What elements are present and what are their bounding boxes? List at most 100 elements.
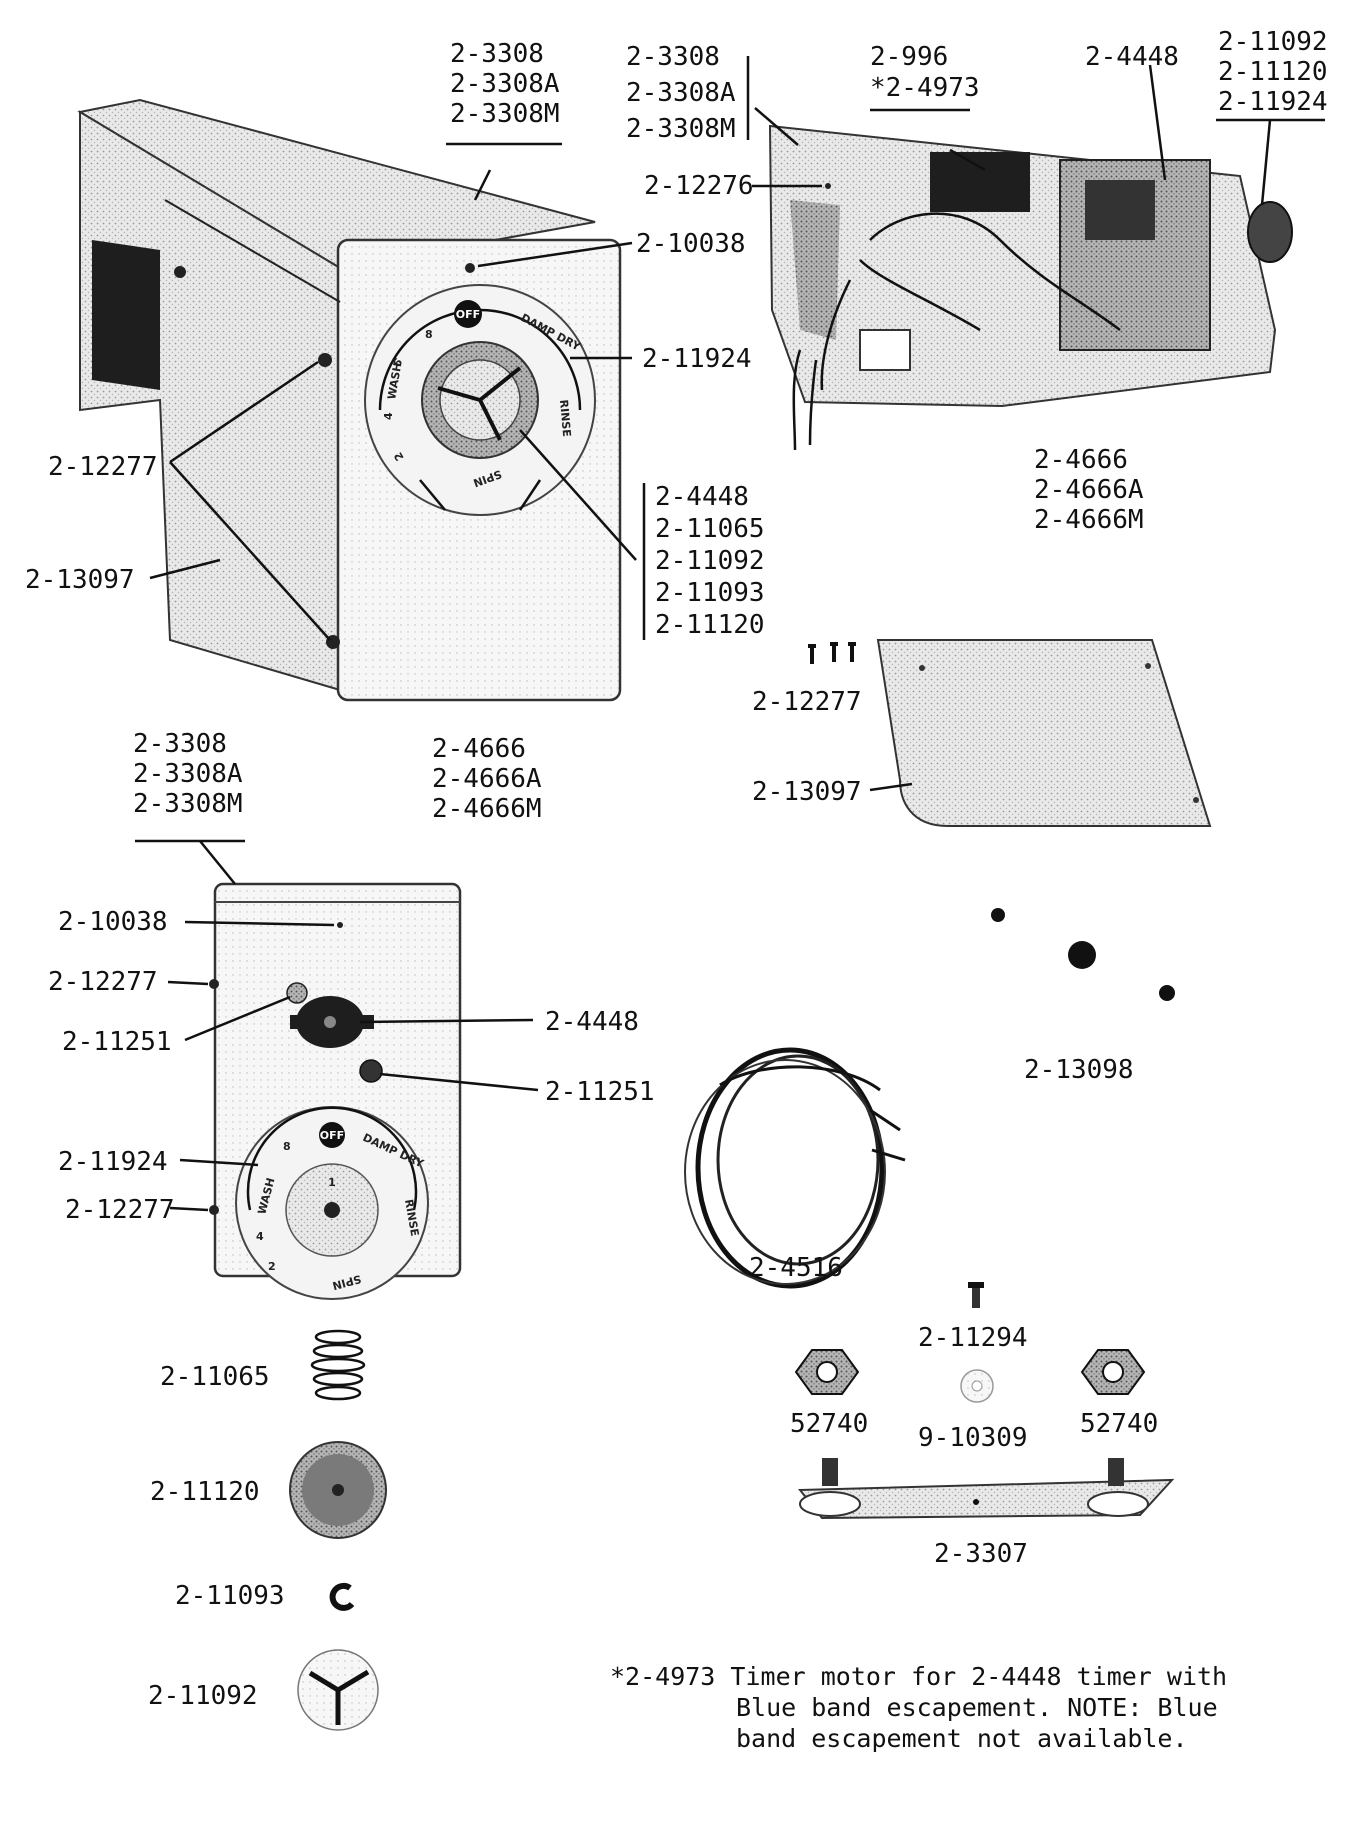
label-cover-lower: 2-3308 2-3308A 2-3308M xyxy=(133,729,243,819)
svg-text:2-11924: 2-11924 xyxy=(1218,87,1328,117)
label-2-13098: 2-13098 xyxy=(1024,1055,1134,1085)
plugs-2-13098 xyxy=(991,908,1175,1001)
svg-text:8: 8 xyxy=(425,328,433,341)
label-2-4448: 2-4448 xyxy=(545,1007,639,1037)
svg-text:*2-4973: *2-4973 xyxy=(870,73,980,103)
label-timer-motor: 2-996 *2-4973 xyxy=(870,42,980,103)
svg-text:2-3308: 2-3308 xyxy=(450,39,544,69)
svg-text:OFF: OFF xyxy=(320,1129,344,1142)
nut-52740-b xyxy=(1080,1349,1146,1395)
svg-text:band escapement not available.: band escapement not available. xyxy=(736,1724,1188,1753)
wire-harness-2-4516 xyxy=(684,1047,906,1289)
svg-text:1: 1 xyxy=(328,1176,336,1189)
label-52740-a: 52740 xyxy=(790,1409,868,1439)
knob-2-11120 xyxy=(289,1441,387,1539)
label-2-10038-b: 2-10038 xyxy=(58,907,168,937)
label-2-3307: 2-3307 xyxy=(934,1539,1028,1569)
screw-2-10038 xyxy=(465,263,475,273)
label-2-10038-a: 2-10038 xyxy=(636,229,746,259)
screw-2-11294 xyxy=(968,1282,984,1308)
dial-front-view-2-11924: OFF DAMP DRY RINSE WASH SPIN 8 4 2 1 xyxy=(235,1106,429,1300)
side-panel-2-13097 xyxy=(876,639,1212,827)
label-knob-group-right: 2-11092 2-11120 2-11924 xyxy=(1218,27,1328,117)
leader-lines-housing-a xyxy=(149,169,646,641)
lamp-2-11251-a xyxy=(286,982,308,1004)
svg-text:2-4448: 2-4448 xyxy=(655,482,749,512)
label-top-cover: 2-3308 2-3308A 2-3308M xyxy=(450,39,560,129)
svg-text:2-3308M: 2-3308M xyxy=(626,114,736,144)
svg-text:4: 4 xyxy=(382,412,395,420)
svg-text:OFF: OFF xyxy=(456,308,480,321)
label-2-12277-c: 2-12277 xyxy=(48,967,158,997)
label-2-11924-b: 2-11924 xyxy=(58,1147,168,1177)
label-2-12277-a: 2-12277 xyxy=(48,452,158,482)
svg-text:2-3308M: 2-3308M xyxy=(450,99,560,129)
label-timer: 2-4448 xyxy=(1085,42,1179,72)
svg-text:WASH: WASH xyxy=(385,362,404,401)
label-2-11251-a: 2-11251 xyxy=(62,1027,172,1057)
label-2-12277-d: 2-12277 xyxy=(65,1195,175,1225)
assembled-control-housing: OFF DAMP DRY RINSE WASH SPIN 8 6 4 2 xyxy=(77,98,622,702)
svg-text:2-11120: 2-11120 xyxy=(1218,57,1328,87)
screw-2-10038-b xyxy=(337,922,343,928)
label-2-12277-b: 2-12277 xyxy=(752,687,862,717)
timer-shaft-knob xyxy=(1247,201,1293,263)
svg-text:2-11092: 2-11092 xyxy=(655,546,765,576)
off-marker xyxy=(454,300,482,328)
label-2-13097-b: 2-13097 xyxy=(752,777,862,807)
leader-lines-internal xyxy=(746,56,1325,206)
svg-text:RINSE: RINSE xyxy=(557,399,573,437)
timer-knob-assembled xyxy=(421,341,539,459)
nut-52740-a xyxy=(794,1349,860,1395)
svg-text:2-11093: 2-11093 xyxy=(655,578,765,608)
svg-text:Blue band escapement. NOTE: Bl: Blue band escapement. NOTE: Blue xyxy=(736,1693,1218,1722)
label-9-10309: 9-10309 xyxy=(918,1423,1028,1453)
svg-text:2-996: 2-996 xyxy=(870,42,948,72)
label-housing-a: 2-4666 2-4666A 2-4666M xyxy=(432,734,542,824)
bracket-2-3307 xyxy=(797,1458,1175,1520)
svg-text:8: 8 xyxy=(283,1140,291,1153)
label-2-11065: 2-11065 xyxy=(160,1362,270,1392)
svg-text:2: 2 xyxy=(268,1260,276,1273)
lamp-2-11251-b xyxy=(359,1059,383,1083)
svg-text:2-11065: 2-11065 xyxy=(655,514,765,544)
svg-text:2-4666: 2-4666 xyxy=(1034,445,1128,475)
svg-text:2-3308A: 2-3308A xyxy=(450,69,560,99)
label-rear-cover: 2-3308 2-3308A 2-3308M xyxy=(626,42,736,144)
footnote: *2-4973 Timer motor for 2-4448 timer wit… xyxy=(610,1662,1227,1753)
svg-text:2-4666M: 2-4666M xyxy=(1034,505,1144,535)
svg-text:4: 4 xyxy=(256,1230,264,1243)
svg-text:2-4666: 2-4666 xyxy=(432,734,526,764)
leader-lines-cover xyxy=(135,839,539,1212)
timer-motor-2-996 xyxy=(930,152,1030,212)
label-2-13097-a: 2-13097 xyxy=(25,565,135,595)
svg-text:2-3308A: 2-3308A xyxy=(626,78,736,108)
svg-text:2-3308: 2-3308 xyxy=(626,42,720,72)
side-screw-hole xyxy=(174,266,186,278)
washer-9-10309 xyxy=(960,1369,994,1403)
label-2-11251-b: 2-11251 xyxy=(545,1077,655,1107)
svg-text:2-3308A: 2-3308A xyxy=(133,759,243,789)
svg-text:2-4666A: 2-4666A xyxy=(1034,475,1144,505)
svg-text:2-11092: 2-11092 xyxy=(1218,27,1328,57)
label-2-4516: 2-4516 xyxy=(749,1253,843,1283)
leader-2-13097-b xyxy=(869,782,913,792)
label-knob-group-left: 2-4448 2-11065 2-11092 2-11093 2-11120 xyxy=(655,482,765,640)
svg-text:2-4666M: 2-4666M xyxy=(432,794,542,824)
svg-text:RINSE: RINSE xyxy=(402,1198,421,1237)
label-2-11294: 2-11294 xyxy=(918,1323,1028,1353)
svg-text:*2-4973 Timer motor for 2-4448: *2-4973 Timer motor for 2-4448 timer wit… xyxy=(610,1662,1227,1691)
label-2-11120: 2-11120 xyxy=(150,1477,260,1507)
label-housing-b: 2-4666 2-4666A 2-4666M xyxy=(1034,445,1144,535)
label-2-12276: 2-12276 xyxy=(644,171,754,201)
label-52740-b: 52740 xyxy=(1080,1409,1158,1439)
svg-text:2-3308M: 2-3308M xyxy=(133,789,243,819)
screw-2-12276 xyxy=(825,183,831,189)
internal-assembly-view xyxy=(768,124,1293,451)
pointer-2-11092 xyxy=(297,1649,379,1731)
label-2-11093: 2-11093 xyxy=(175,1581,285,1611)
screws-2-12277 xyxy=(808,642,856,664)
svg-text:2-11120: 2-11120 xyxy=(655,610,765,640)
label-2-11924-a: 2-11924 xyxy=(642,344,752,374)
